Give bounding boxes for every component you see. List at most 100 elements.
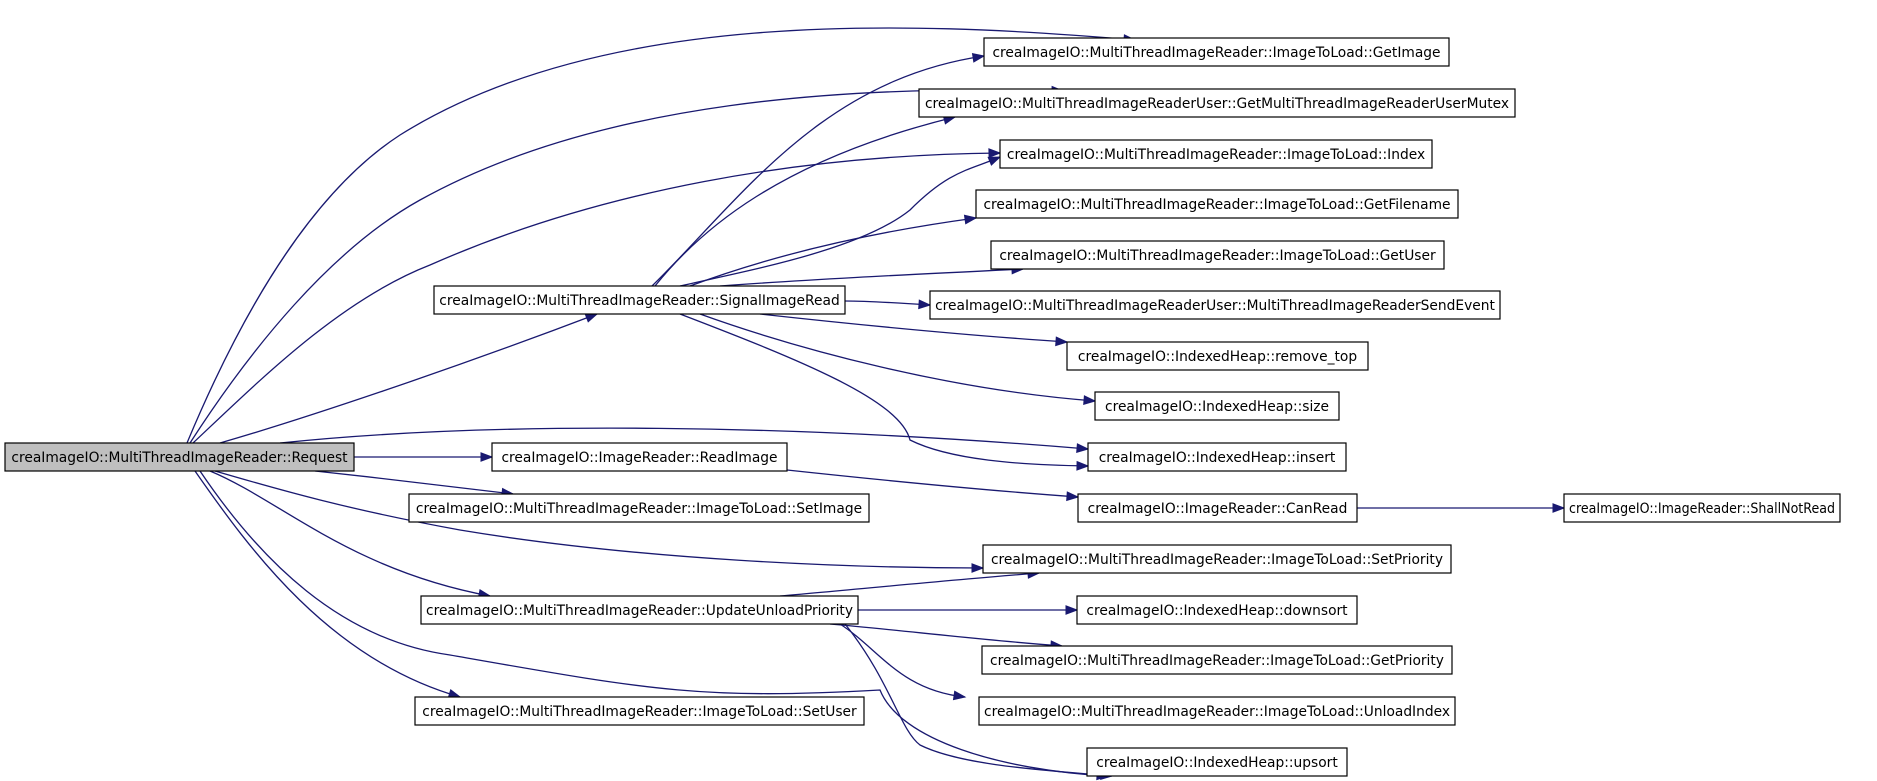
edge-request-to-setpriority (214, 470, 985, 573)
node-unloadindex[interactable]: creaImageIO::MultiThreadImageReader::Ima… (978, 696, 1456, 726)
node-shallnotread[interactable]: creaImageIO::ImageReader::ShallNotRead (1563, 493, 1841, 523)
edges-layer (186, 27, 1566, 781)
arrowhead (1065, 605, 1079, 615)
edge-signal-to-getmutex (654, 115, 957, 287)
edge-request-to-getmutex (189, 85, 1065, 444)
node-box (1077, 493, 1358, 523)
arrowhead (1083, 395, 1097, 405)
node-box (982, 544, 1452, 574)
node-insert[interactable]: creaImageIO::IndexedHeap::insert (1087, 442, 1347, 472)
edge-line (189, 89, 1064, 444)
node-box (414, 696, 865, 726)
edge-line (844, 300, 931, 306)
node-readimage[interactable]: creaImageIO::ImageReader::ReadImage (491, 442, 788, 472)
edge-line (219, 313, 598, 444)
node-getpriority[interactable]: creaImageIO::MultiThreadImageReader::Ima… (981, 645, 1453, 675)
node-removetop[interactable]: creaImageIO::IndexedHeap::remove_top (1066, 341, 1369, 371)
node-getimage[interactable]: creaImageIO::MultiThreadImageReader::Ima… (983, 37, 1450, 67)
node-setimage[interactable]: creaImageIO::MultiThreadImageReader::Ima… (408, 493, 870, 523)
edge-line (679, 313, 1089, 467)
node-setuser[interactable]: creaImageIO::MultiThreadImageReader::Ima… (414, 696, 865, 726)
edge-line (779, 572, 1040, 597)
node-box (1066, 341, 1369, 371)
node-label: creaImageIO::MultiThreadImageReaderUser:… (935, 298, 1495, 314)
arrowhead (480, 452, 494, 462)
edge-line (689, 217, 977, 287)
node-box (1076, 595, 1358, 625)
edge-line (654, 116, 956, 287)
arrowhead (952, 690, 967, 701)
node-label: creaImageIO::MultiThreadImageReader::Upd… (426, 603, 853, 619)
node-updateunload[interactable]: creaImageIO::MultiThreadImageReader::Upd… (420, 595, 859, 625)
arrowhead (971, 563, 985, 573)
node-label: creaImageIO::MultiThreadImageReader::Ima… (992, 45, 1440, 61)
node-label: creaImageIO::MultiThreadImageReader::Sig… (439, 293, 839, 309)
edge-request-to-insert (279, 427, 1090, 453)
node-getmutex[interactable]: creaImageIO::MultiThreadImageReaderUser:… (918, 88, 1516, 118)
arrowhead (1552, 503, 1566, 513)
node-sendevent[interactable]: creaImageIO::MultiThreadImageReaderUser:… (929, 290, 1501, 320)
arrowhead (1076, 460, 1090, 471)
node-label: creaImageIO::MultiThreadImageReaderUser:… (925, 96, 1509, 112)
node-box (978, 696, 1456, 726)
edge-line (719, 268, 1024, 287)
edge-readimage-to-canread (786, 469, 1080, 502)
edge-line (194, 470, 461, 698)
edge-signal-to-index (679, 156, 1002, 287)
node-box (4, 442, 355, 472)
node-setpriority[interactable]: creaImageIO::MultiThreadImageReader::Ima… (982, 544, 1452, 574)
node-size[interactable]: creaImageIO::IndexedHeap::size (1094, 391, 1340, 421)
arrowhead (1066, 491, 1080, 502)
edge-signal-to-removetop (759, 313, 1069, 347)
node-label: creaImageIO::IndexedHeap::remove_top (1078, 349, 1357, 365)
node-box (1094, 391, 1340, 421)
edge-updateunload-to-setpriority (779, 569, 1041, 597)
arrowhead (988, 148, 1002, 159)
node-label: creaImageIO::IndexedHeap::insert (1099, 450, 1336, 466)
node-index[interactable]: creaImageIO::MultiThreadImageReader::Ima… (999, 139, 1433, 169)
node-label: creaImageIO::ImageReader::ReadImage (501, 450, 777, 466)
edge-line (844, 623, 1113, 777)
arrowhead (1076, 443, 1090, 453)
node-downsort[interactable]: creaImageIO::IndexedHeap::downsort (1076, 595, 1358, 625)
edge-line (829, 623, 1063, 647)
node-request[interactable]: creaImageIO::MultiThreadImageReader::Req… (4, 442, 355, 472)
edge-line (314, 470, 514, 495)
edge-line (192, 152, 1001, 444)
node-box (1087, 442, 1347, 472)
node-label: creaImageIO::MultiThreadImageReader::Ima… (984, 704, 1450, 720)
node-signal[interactable]: creaImageIO::MultiThreadImageReader::Sig… (433, 285, 846, 315)
node-box (981, 645, 1453, 675)
node-box (983, 37, 1450, 67)
node-label: creaImageIO::MultiThreadImageReader::Ima… (991, 552, 1443, 568)
node-upsort[interactable]: creaImageIO::IndexedHeap::upsort (1086, 747, 1348, 777)
node-canread[interactable]: creaImageIO::ImageReader::CanRead (1077, 493, 1358, 523)
edge-request-to-setimage (314, 470, 515, 498)
edge-signal-to-sendevent (844, 299, 932, 310)
node-getfilename[interactable]: creaImageIO::MultiThreadImageReader::Ima… (975, 189, 1459, 219)
node-box (975, 189, 1459, 219)
node-label: creaImageIO::IndexedHeap::downsort (1086, 603, 1348, 619)
edge-signal-to-getuser (719, 264, 1025, 287)
arrowhead (963, 214, 978, 225)
node-label: creaImageIO::ImageReader::ShallNotRead (1569, 501, 1835, 517)
node-label: creaImageIO::MultiThreadImageReader::Ima… (422, 704, 857, 720)
node-label: creaImageIO::MultiThreadImageReader::Ima… (983, 197, 1450, 213)
edge-request-to-updateunload (209, 470, 492, 599)
node-getuser[interactable]: creaImageIO::MultiThreadImageReader::Ima… (990, 240, 1445, 270)
edge-line (679, 156, 1001, 287)
edge-line (279, 427, 1089, 450)
edge-line (786, 469, 1079, 498)
node-label: creaImageIO::MultiThreadImageReader::Ima… (416, 501, 862, 517)
edge-request-to-readimage (353, 452, 494, 462)
edge-updateunload-to-downsort (858, 605, 1079, 615)
edge-line (214, 470, 984, 569)
node-box (918, 88, 1516, 118)
edge-line (759, 313, 1068, 343)
edge-signal-to-insert (679, 313, 1090, 471)
node-box (408, 493, 870, 523)
edge-request-to-index (192, 148, 1002, 444)
edge-canread-to-shallnotread (1357, 503, 1566, 513)
arrowhead (1055, 336, 1069, 347)
